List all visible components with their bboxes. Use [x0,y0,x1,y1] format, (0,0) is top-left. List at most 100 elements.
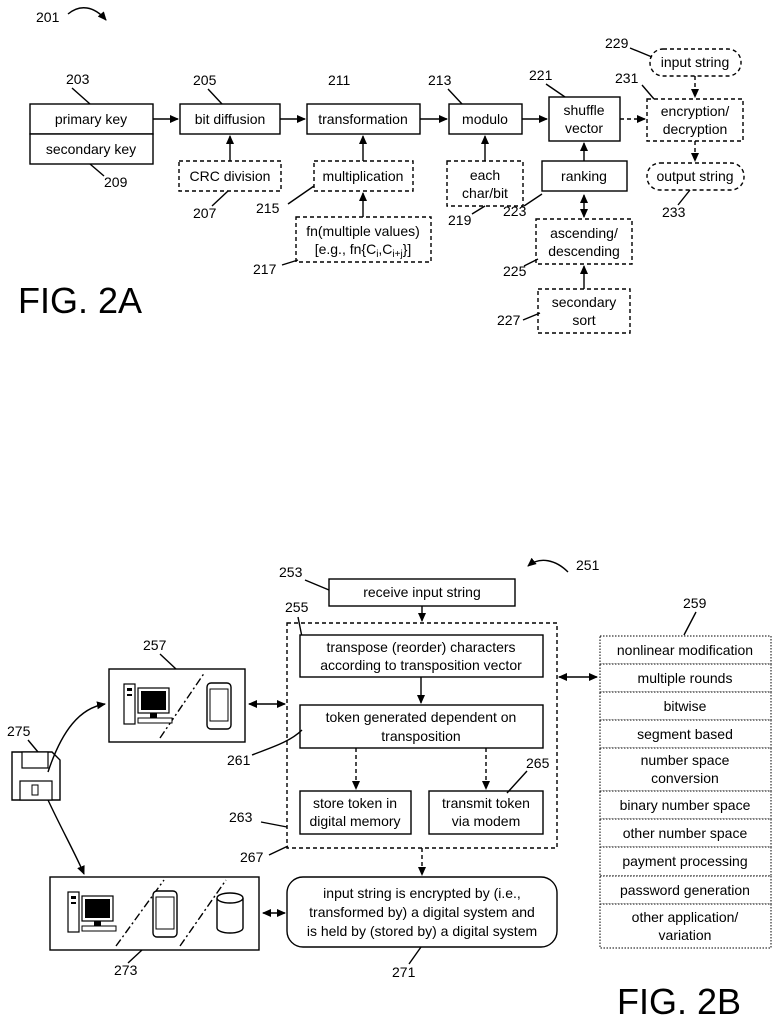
ref-255: 255 [285,599,309,615]
ref-233-leader [678,190,690,205]
ref-227: 227 [497,312,521,328]
ref-271: 271 [392,964,416,980]
ref-219: 219 [448,212,472,228]
output-string-label: output string [656,168,733,184]
ref-221: 221 [529,67,553,83]
option-label: variation [659,927,712,943]
ref-209-leader [90,164,104,176]
smartphone-icon [153,891,177,937]
token-label-line2: transposition [381,728,460,744]
fig-2b: 251 receive input string 253 255 transpo… [7,557,771,1022]
asc-label-line1: ascending/ [550,225,618,241]
ref-213-leader [448,89,462,104]
multiplication-label: multiplication [323,168,404,184]
ref-267-leader [269,846,288,855]
sec-sort-label-line2: sort [572,312,595,328]
ref-203-leader [72,88,90,104]
arrow-floppy-to-devices273 [48,800,84,874]
ref-227-leader [523,313,540,320]
ref-217-leader [282,260,298,265]
asc-label-line2: descending [548,243,620,259]
fig-2b-caption: FIG. 2B [617,981,741,1022]
primary-key-label: primary key [55,111,127,127]
option-label: bitwise [664,698,707,714]
ref-223-leader [524,194,542,206]
ref-257: 257 [143,637,167,653]
ref-267: 267 [240,849,264,865]
ref-231: 231 [615,70,639,86]
option-label: payment processing [622,853,747,869]
option-label: conversion [651,770,719,786]
ref-207: 207 [193,205,217,221]
transpose-label-line2: according to transposition vector [320,657,522,673]
ref-231-leader [642,85,654,99]
result-label-line1: input string is encrypted by (i.e., [323,885,521,901]
ref-201-arrow [68,8,106,20]
sec-sort-label-line1: secondary [552,294,617,310]
ref-221-leader [546,84,565,97]
receive-input-label: receive input string [363,584,481,600]
option-label: number space [641,752,730,768]
transmit-label-line1: transmit token [442,795,530,811]
ref-225: 225 [503,263,527,279]
ref-219-leader [472,206,485,214]
enc-label-line2: decryption [663,121,728,137]
desktop-computer-icon [68,892,116,932]
ref-257-leader [160,654,176,669]
shuffle-label-line2: vector [565,120,603,136]
result-label-line2: transformed by) a digital system and [309,904,535,920]
ref-275-leader [28,740,38,752]
store-label-line2: digital memory [309,813,400,829]
enc-label-line1: encryption/ [661,103,730,119]
option-label: other number space [623,825,748,841]
ref-259: 259 [683,595,707,611]
option-label: multiple rounds [638,670,733,686]
bit-diffusion-label: bit diffusion [195,111,266,127]
database-icon [217,893,243,933]
transpose-label-line1: transpose (reorder) characters [326,639,515,655]
ref-223: 223 [503,203,527,219]
ref-215-leader [288,186,314,204]
transformation-label: transformation [318,111,407,127]
each-label-line2: char/bit [462,185,508,201]
ref-229-leader [630,48,652,57]
token-label-line1: token generated dependent on [326,709,517,725]
ref-205: 205 [193,72,217,88]
ref-251: 251 [576,557,600,573]
ref-229: 229 [605,35,629,51]
option-label: password generation [620,882,750,898]
smartphone-icon [207,683,231,729]
ref-263: 263 [229,809,253,825]
ref-213: 213 [428,72,452,88]
option-label: nonlinear modification [617,642,753,658]
option-label: segment based [637,726,733,742]
fig-2a: 201 primary key secondary key 203 209 bi… [18,8,744,333]
ref-265: 265 [526,755,550,771]
each-label-line1: each [470,167,500,183]
ref-275: 275 [7,723,31,739]
transmit-label-line2: via modem [452,813,520,829]
fig-2a-caption: FIG. 2A [18,280,142,321]
result-label-line3: is held by (stored by) a digital system [307,923,537,939]
ref-201: 201 [36,9,60,25]
input-string-label: input string [661,54,729,70]
ref-253: 253 [279,564,303,580]
modulo-label: modulo [462,111,508,127]
ref-211: 211 [328,72,351,88]
ref-217: 217 [253,261,277,277]
fn-label-line1: fn(multiple values) [306,223,420,239]
secondary-key-label: secondary key [46,141,136,157]
desktop-computer-icon [124,684,172,724]
ref-261: 261 [227,752,251,768]
option-label: binary number space [620,797,751,813]
ref-209: 209 [104,174,128,190]
option-label: other application/ [632,909,739,925]
store-label-line1: store token in [313,795,397,811]
ref-263-leader [261,822,287,827]
ranking-label: ranking [561,168,607,184]
ref-215: 215 [256,200,280,216]
ref-271-leader [409,947,421,964]
ref-207-leader [212,191,228,206]
ref-259-leader [684,612,696,635]
